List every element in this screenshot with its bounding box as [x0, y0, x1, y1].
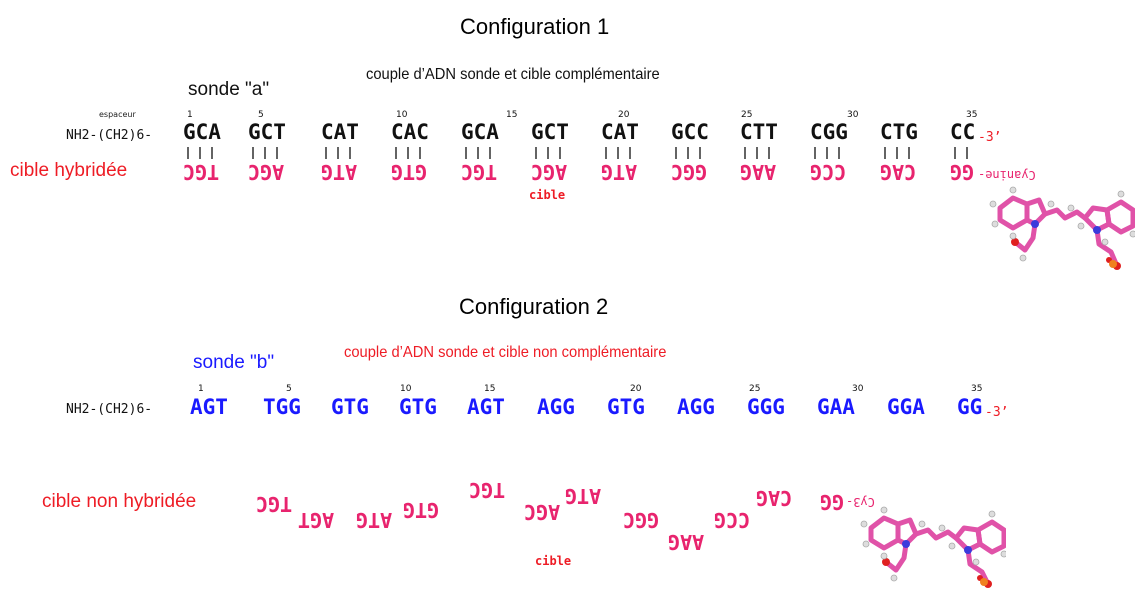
config1-pos-1: 1: [187, 110, 193, 120]
config1-target-codon: TGC: [461, 160, 498, 184]
config1-hybridization-bonds: [187, 147, 968, 159]
config1-probe-codon: CTT: [740, 120, 778, 144]
config2-probe-codon: GAA: [817, 395, 855, 419]
config2-pos-15: 15: [484, 384, 496, 394]
config1-pos-15: 15: [506, 110, 518, 120]
config2-target-codon: CCG: [714, 508, 751, 532]
config1-target-codon: ATG: [601, 160, 638, 184]
config1-probe-codon: CAT: [601, 120, 639, 144]
config1-target-codon: GG: [950, 160, 975, 184]
config1-probe-codon: CTG: [880, 120, 918, 144]
config2-probe-codon: GTG: [331, 395, 369, 419]
config1-pos-10: 10: [396, 110, 408, 120]
config2-probe-codon: GTG: [607, 395, 645, 419]
cyanine-dye-molecule-icon: [989, 186, 1135, 270]
config1-probe-codon: GCT: [531, 120, 569, 144]
config1-pos-35: 35: [966, 110, 978, 120]
config2-probe-codon: AGG: [677, 395, 715, 419]
config1-probe-codon: CAT: [321, 120, 359, 144]
config1-target-codon: AAG: [740, 160, 777, 184]
config2-probe-label: sonde "b": [193, 352, 275, 373]
config2-target-codon: GGC: [623, 508, 660, 532]
config2-target-codon: GG: [820, 490, 845, 514]
config1-target-codon: ATG: [321, 160, 358, 184]
config2-target-codon: GTG: [403, 498, 440, 522]
config2-probe-codon: TGG: [263, 395, 301, 419]
config2-pos-5: 5: [286, 384, 292, 394]
config1-spacer-label: espaceur: [99, 110, 136, 119]
config2-pos-20: 20: [630, 384, 642, 394]
config2-probe-codon: GG: [957, 395, 983, 419]
config2-suffix: -3’: [985, 405, 1009, 420]
config2-target-codon: TGC: [469, 478, 506, 502]
config1-pos-25: 25: [741, 110, 753, 120]
config2-target-codon: AGT: [298, 508, 335, 532]
config1-probe-codon: CC: [950, 120, 976, 144]
config1-pos-5: 5: [258, 110, 264, 120]
config2-probe-codon: AGT: [467, 395, 505, 419]
config2-pos-10: 10: [400, 384, 412, 394]
config1-probe-codon: GCA: [183, 120, 221, 144]
config1-target-codon: GTG: [391, 160, 428, 184]
config2-caption: couple d’ADN sonde et cible non compléme…: [344, 344, 667, 361]
config2-probe-codon: AGG: [537, 395, 575, 419]
config1-target-label: cible hybridée: [10, 160, 128, 181]
config2-target-codon: TGC: [256, 492, 293, 516]
config2-probe-codon: AGT: [190, 395, 228, 419]
config2-target-codon: ATG: [565, 484, 602, 508]
config1-probe-label: sonde "a": [188, 79, 270, 100]
config1-prefix: NH2-(CH2)6-: [66, 128, 153, 143]
config2-target-codon: AGC: [524, 500, 561, 524]
config2-probe-codon: GGA: [887, 395, 925, 419]
config2-target-codon: AAG: [668, 530, 705, 554]
config1-probe-codon: CGG: [810, 120, 848, 144]
config1-title: Configuration 1: [460, 14, 610, 39]
config2-target-codon: CAG: [756, 486, 793, 510]
config2-target-label: cible non hybridée: [42, 491, 197, 512]
cyanine-dye-molecule-icon: [860, 506, 1006, 588]
config2-prefix: NH2-(CH2)6-: [66, 402, 153, 417]
config1-suffix: -3’: [978, 130, 1002, 145]
config1-target-codon: GGC: [671, 160, 708, 184]
config1-probe-codon: GCC: [671, 120, 709, 144]
config1-caption: couple d’ADN sonde et cible complémentai…: [366, 66, 660, 83]
config1-pos-30: 30: [847, 110, 859, 120]
config1-pos-20: 20: [618, 110, 630, 120]
config1-target-codon: TGC: [183, 160, 220, 184]
config2-target-codon: ATG: [356, 508, 393, 532]
config1-target-codon: AGC: [248, 160, 285, 184]
config1-target-codon: CAG: [880, 160, 917, 184]
config1-target-codon: AGC: [531, 160, 568, 184]
config1-cible-word: cible: [529, 188, 566, 202]
config2-probe-codon: GTG: [399, 395, 437, 419]
config1-probe-codon: CAC: [391, 120, 429, 144]
config1-probe-codon: GCA: [461, 120, 499, 144]
config1-target-codon: CCG: [810, 160, 847, 184]
config2-pos-1: 1: [198, 384, 204, 394]
config2-title: Configuration 2: [459, 294, 609, 319]
config2-pos-35: 35: [971, 384, 983, 394]
config2-pos-25: 25: [749, 384, 761, 394]
config1-probe-codon: GCT: [248, 120, 286, 144]
config2-probe-codon: GGG: [747, 395, 785, 419]
config2-pos-30: 30: [852, 384, 864, 394]
config2-cible-word: cible: [535, 554, 572, 568]
